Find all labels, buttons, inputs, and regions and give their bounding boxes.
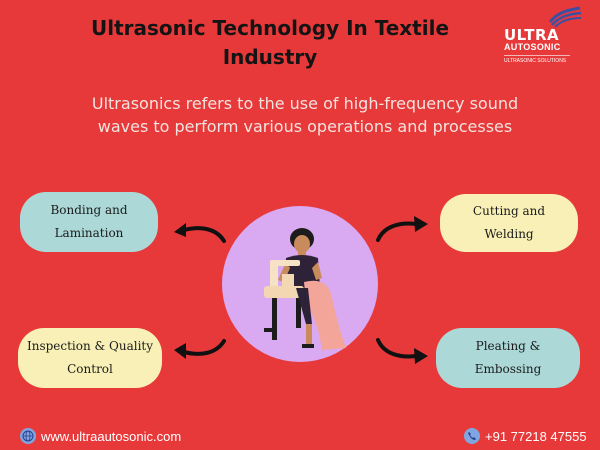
pill-inspection-quality: Inspection & Quality Control — [18, 328, 162, 388]
pill-label: Bonding and Lamination — [50, 203, 128, 240]
arrow-left-down-icon — [174, 339, 226, 359]
logo-sub-text: AUTOSONIC — [504, 42, 561, 52]
logo-divider — [504, 55, 570, 56]
woman-sewing-icon — [264, 228, 346, 350]
pill-cutting-welding: Cutting and Welding — [440, 194, 578, 252]
brand-logo: ULTRA AUTOSONIC ULTRASONIC SOLUTIONS — [504, 6, 582, 68]
website-text: www.ultraautosonic.com — [41, 428, 182, 444]
pill-bonding-lamination: Bonding and Lamination — [20, 192, 158, 252]
phone-icon — [464, 428, 480, 444]
logo-main-text: ULTRA — [504, 26, 560, 44]
arrow-left-up-icon — [174, 223, 226, 243]
globe-icon — [20, 428, 36, 444]
logo-wave-icon — [548, 6, 582, 28]
phone-text: +91 77218 47555 — [485, 428, 587, 444]
subtitle: Ultrasonics refers to the use of high-fr… — [91, 94, 519, 136]
arrow-right-down-icon — [376, 338, 428, 364]
phone-link[interactable]: +91 77218 47555 — [464, 428, 587, 444]
pill-label: Cutting and Welding — [472, 204, 546, 241]
arrow-right-up-icon — [376, 216, 428, 242]
pill-label: Inspection & Quality Control — [26, 339, 154, 376]
pill-pleating-embossing: Pleating & Embossing — [436, 328, 580, 388]
logo-tagline: ULTRASONIC SOLUTIONS — [504, 58, 567, 64]
website-link[interactable]: www.ultraautosonic.com — [20, 428, 181, 444]
pill-label: Pleating & Embossing — [474, 339, 542, 376]
page-title: Ultrasonic Technology In Textile Industr… — [90, 16, 450, 69]
